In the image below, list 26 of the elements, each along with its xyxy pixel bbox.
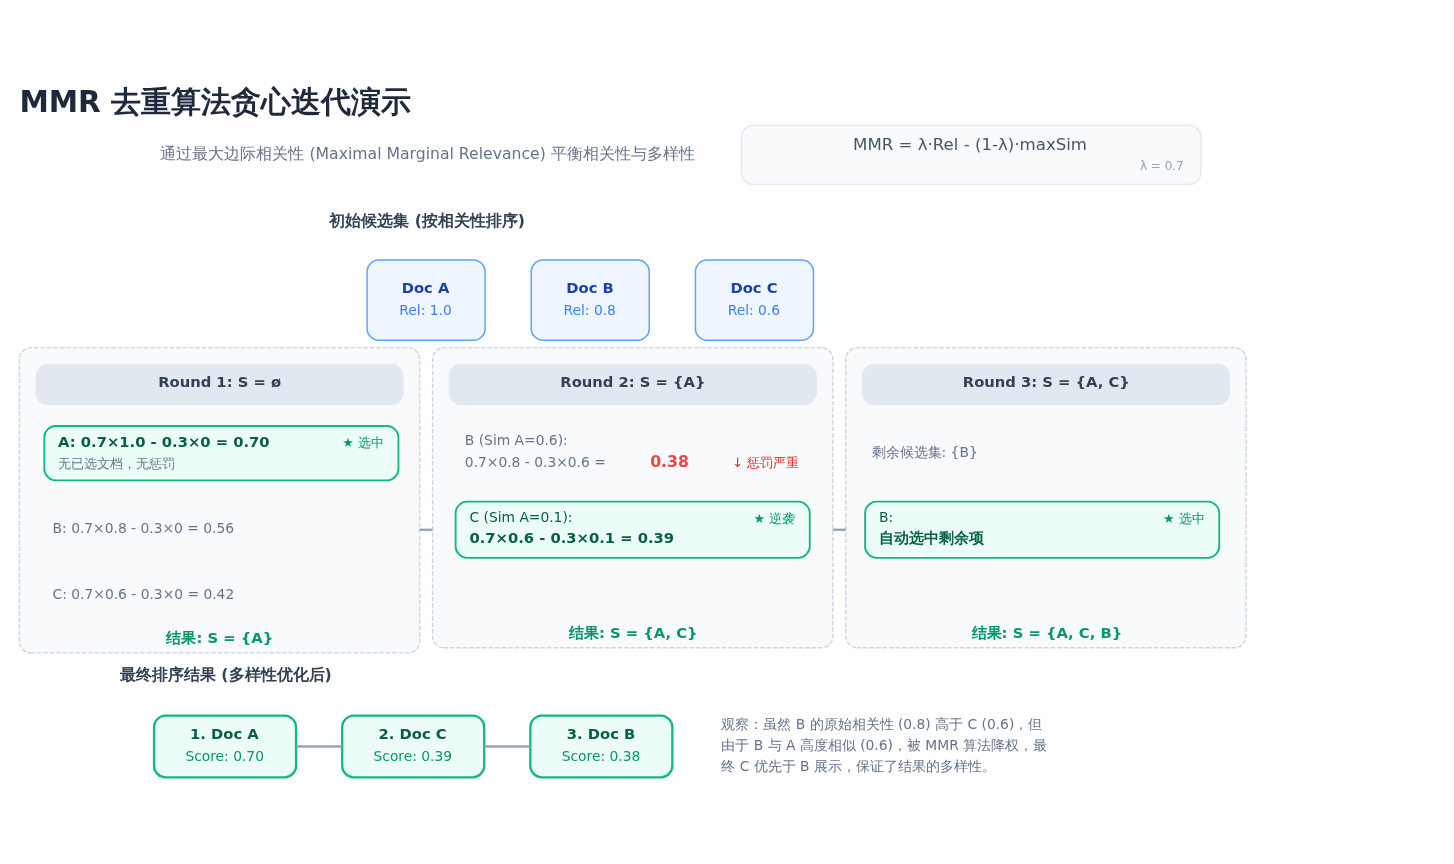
- node-box: Round 2: S = {A}: [448, 363, 817, 406]
- connector: [484, 745, 531, 748]
- node-box: B: ★ 选中 自动选中剩余项: [864, 500, 1221, 559]
- node-box: 2. Doc C Score: 0.39: [341, 714, 486, 779]
- node-box: Round 1: S = ø: [35, 363, 404, 406]
- node-box: Doc A Rel: 1.0: [366, 259, 486, 341]
- label: ↓ 惩罚严重: [732, 455, 800, 471]
- label: 初始候选集 (按相关性排序): [329, 210, 526, 230]
- label: 0.38: [650, 451, 689, 471]
- label: 通过最大边际相关性 (Maximal Marginal Relevance) 平衡相关性与多样性: [160, 144, 695, 164]
- diagram-title: MMR 去重算法贪心迭代演示: [19, 85, 412, 120]
- label: 剩余候选集: {B}: [871, 443, 978, 460]
- label: 最终排序结果 (多样性优化后): [119, 665, 332, 685]
- label: 0.7×0.8 - 0.3×0.6 =: [464, 454, 606, 471]
- label: B (Sim A=0.6):: [464, 431, 568, 448]
- node-box: 1. Doc A Score: 0.70: [152, 714, 298, 779]
- connector: [296, 745, 342, 748]
- node-box: Doc C Rel: 0.6: [694, 259, 815, 341]
- label: 观察：虽然 B 的原始相关性 (0.8) 高于 C (0.6)，但由于 B 与 A 高度相似 (0.6)，被 MMR 算法降权，最终 C 优先于 B 展示，保证了结果的多样性。: [721, 715, 1048, 775]
- label: B: 0.7×0.8 - 0.3×0 = 0.56: [52, 520, 235, 537]
- node-box: A: 0.7×1.0 - 0.3×0 = 0.70 ★ 选中 无已选文档，无惩罚: [43, 425, 400, 482]
- label: C: 0.7×0.6 - 0.3×0 = 0.42: [52, 586, 235, 603]
- node-box: C (Sim A=0.1): ★ 逆袭 0.7×0.6 - 0.3×0.1 = 0.39: [454, 500, 811, 559]
- node-box: MMR = λ·Rel - (1-λ)·maxSim λ = 0.7: [740, 124, 1202, 186]
- node-box: Doc B Rel: 0.8: [530, 259, 651, 341]
- node-box: 3. Doc B Score: 0.38: [529, 714, 674, 779]
